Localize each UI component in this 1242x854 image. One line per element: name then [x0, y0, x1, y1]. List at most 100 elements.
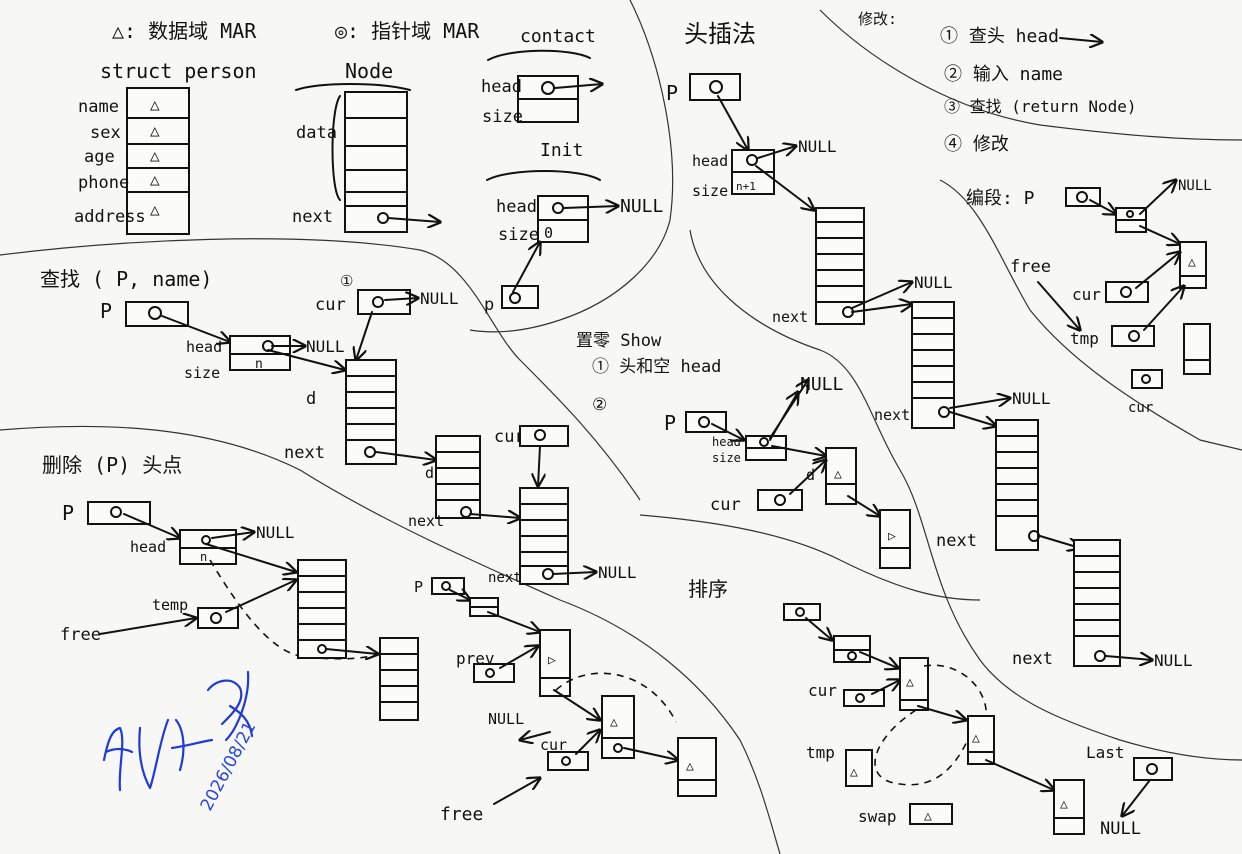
svg-text:△: △ — [924, 809, 932, 824]
svg-text:△: △ — [834, 467, 842, 482]
struct-person-title: struct person — [100, 59, 257, 83]
head-insert-title: 头插法 — [684, 20, 756, 48]
prev-section-diagram: P prev ▷ NULL cur △ △ free — [414, 577, 717, 825]
delete-n: n — [200, 550, 207, 564]
sort-last: Last — [1086, 743, 1125, 762]
prev-cur: cur — [540, 736, 567, 754]
legend-triangle: △: 数据域 MAR — [112, 19, 257, 43]
find-next: next — [284, 443, 325, 463]
show-step-1: ① 头和空 head — [592, 357, 721, 377]
init-zero: 0 — [544, 224, 553, 242]
delete-p: P — [62, 501, 74, 525]
find-size: size — [184, 364, 220, 382]
edit-null: NULL — [1178, 178, 1212, 194]
prev-p: P — [414, 578, 423, 596]
edit-title: 编段: P — [966, 188, 1035, 209]
find-title: 查找 ( P, name) — [40, 267, 212, 291]
signature-date: 2026/08/21 — [197, 718, 261, 814]
find-null-1: NULL — [306, 337, 345, 356]
sort-null: NULL — [1100, 819, 1141, 839]
modify-steps: 修改: ① 查头 head ② 输入 name ③ 查找 (return Nod… — [858, 10, 1137, 155]
svg-text:△: △ — [610, 715, 618, 730]
head-insert-next: next — [1012, 649, 1053, 669]
find-null-3: NULL — [598, 563, 637, 582]
triangle-mark: △ — [150, 146, 160, 165]
find-step: ① — [340, 272, 353, 290]
show-p: P — [664, 411, 676, 435]
delete-title: 删除 (P) 头点 — [42, 453, 182, 477]
find-diagram: 查找 ( P, name) P head size n NULL ① cur N… — [40, 267, 637, 586]
head-insert-null-1: NULL — [798, 137, 837, 156]
find-p: P — [100, 299, 112, 323]
show-title: 置零 Show — [576, 331, 662, 351]
modify-step-1: ① 查头 head — [940, 26, 1059, 47]
head-insert-next: next — [936, 531, 977, 551]
show-size: size — [712, 451, 741, 465]
head-insert-next: next — [772, 308, 808, 326]
find-next: next — [488, 570, 522, 586]
delete-temp: temp — [152, 596, 188, 614]
show-cur: cur — [710, 495, 741, 515]
triangle-mark: △ — [150, 121, 160, 140]
show-head: head — [712, 435, 741, 449]
field-address: address — [74, 207, 146, 227]
node-next-label: next — [292, 207, 333, 227]
edit-cur: cur — [1128, 400, 1153, 416]
modify-step-3: ③ 查找 (return Node) — [944, 97, 1137, 116]
sort-cur: cur — [808, 681, 837, 700]
field-sex: sex — [90, 123, 121, 143]
sort-title: 排序 — [688, 577, 728, 601]
edit-cur: cur — [1072, 285, 1101, 304]
field-phone: phone — [78, 173, 129, 193]
delete-null: NULL — [256, 523, 295, 542]
head-insert-diagram: 头插法 P head size n+1 NULL next NULL next — [666, 20, 1193, 670]
head-insert-null-2: NULL — [914, 273, 953, 292]
find-next: next — [408, 512, 444, 530]
contact-title: contact — [520, 26, 596, 47]
find-n: n — [255, 357, 263, 372]
legend-circle: ◎: 指针域 MAR — [335, 19, 480, 43]
node-title: Node — [345, 59, 393, 83]
head-insert-null-3: NULL — [1012, 389, 1051, 408]
find-cur: cur — [494, 427, 525, 447]
struct-person-diagram: struct person name sex age phone address… — [74, 59, 257, 235]
field-age: age — [84, 147, 115, 167]
edit-free: free — [1010, 257, 1051, 277]
contact-diagram: contact head size Init head size NULL 0 … — [481, 26, 664, 315]
node-data-label: data — [296, 123, 337, 143]
prev-null: NULL — [488, 710, 524, 728]
delete-free: free — [60, 625, 101, 645]
head-insert-p: P — [666, 81, 678, 105]
find-head: head — [186, 338, 222, 356]
edit-diagram: 编段: P NULL △ free cur tmp cur — [966, 178, 1212, 416]
node-diagram: Node data next — [292, 59, 440, 233]
modify-title: 修改: — [858, 10, 897, 28]
prev-free: free — [440, 804, 483, 825]
show-step-2: ② — [592, 395, 607, 415]
head-insert-head: head — [692, 152, 728, 170]
triangle-mark: △ — [150, 200, 160, 219]
edit-tmp: tmp — [1070, 329, 1099, 348]
delete-diagram: 删除 (P) 头点 P head n NULL temp free — [42, 453, 419, 721]
head-insert-next: next — [874, 406, 910, 424]
init-size: size — [498, 225, 539, 245]
legend: △: 数据域 MAR ◎: 指针域 MAR — [112, 19, 480, 43]
sort-diagram: 排序 cur △ tmp △ △ swap △ △ Last NULL — [688, 577, 1173, 839]
init-p: p — [484, 295, 494, 315]
modify-step-2: ② 输入 name — [944, 64, 1063, 85]
modify-step-4: ④ 修改 — [944, 134, 1009, 155]
init-null: NULL — [620, 196, 664, 217]
show-diagram: 置零 Show ① 头和空 head ② P head size NULL △ … — [576, 331, 911, 569]
find-d: d — [425, 464, 434, 482]
init-head: head — [496, 197, 537, 217]
find-cur: cur — [315, 295, 346, 315]
svg-text:△: △ — [906, 675, 914, 690]
init-title: Init — [540, 140, 583, 161]
svg-text:△: △ — [850, 765, 858, 780]
head-insert-size-val: n+1 — [736, 180, 756, 193]
triangle-mark: △ — [150, 95, 160, 114]
head-insert-null-4: NULL — [1154, 651, 1193, 670]
